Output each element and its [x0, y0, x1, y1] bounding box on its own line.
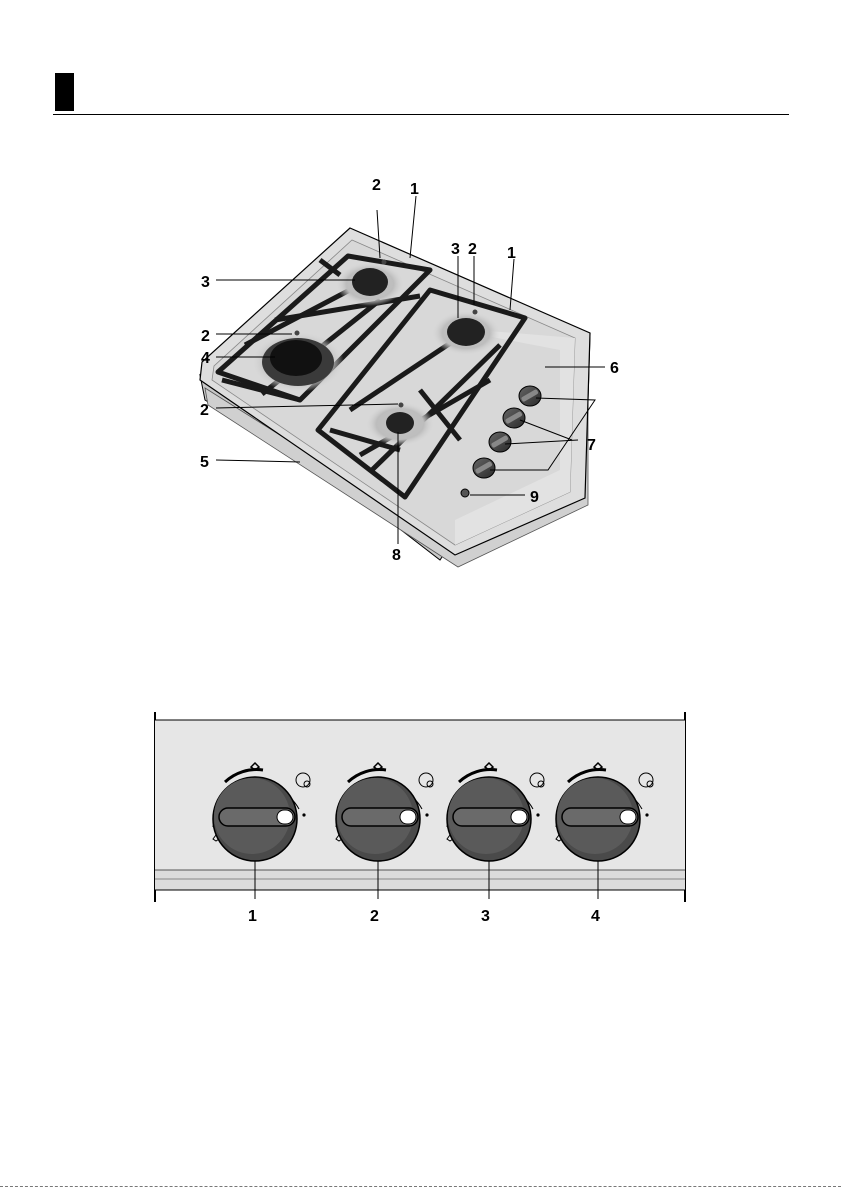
knob-label-1: 1 [248, 908, 257, 925]
burner-front [386, 412, 414, 434]
callout-frame-right: 1 [507, 245, 516, 262]
callout-burner-large: 4 [201, 350, 210, 367]
knob-label-4: 4 [591, 908, 600, 925]
ignition-plug-front [399, 403, 404, 408]
control-panel-illustration [155, 712, 685, 902]
callout-knobs: 7 [587, 437, 596, 454]
ignition-plug-rear-right [473, 310, 478, 315]
callout-ignition-rear-left: 2 [372, 177, 381, 194]
control-panel-lip [155, 870, 685, 890]
burner-rear-left [352, 268, 388, 296]
burner-rear-right [447, 318, 485, 346]
ignition-plug-left [295, 331, 300, 336]
callout-burner-rear-right: 3 [451, 241, 460, 258]
burner-large [270, 340, 322, 376]
callout-burner-rear-left: 3 [201, 274, 210, 291]
ignition-plug-rear-left [382, 260, 387, 265]
callout-ignition-front: 2 [200, 402, 209, 419]
ignition-button [461, 489, 469, 497]
callout-ignition-button: 9 [530, 489, 539, 506]
callout-frame-left: 1 [410, 181, 419, 198]
callout-panel: 6 [610, 360, 619, 377]
knob-label-2: 2 [370, 908, 379, 925]
callout-burner-front: 8 [392, 547, 401, 564]
callout-ignition-rear-right: 2 [468, 241, 477, 258]
knob-labels: 1 2 3 4 [248, 908, 600, 925]
knob-label-3: 3 [481, 908, 490, 925]
callout-base: 5 [200, 454, 209, 471]
callout-ignition-left: 2 [201, 328, 210, 345]
hob-illustration: 2 1 3 2 1 3 2 4 2 5 6 7 8 9 [200, 177, 619, 567]
page-bottom-rule [0, 1186, 841, 1187]
